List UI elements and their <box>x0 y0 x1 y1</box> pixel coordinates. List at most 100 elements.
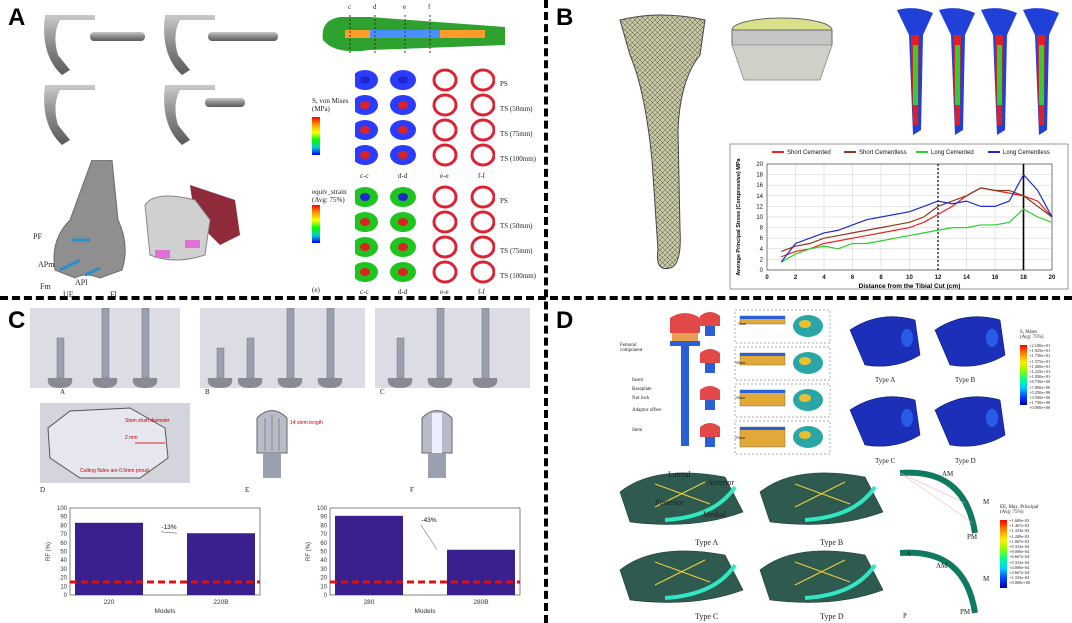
stem-shaft <box>216 347 225 379</box>
blue-tibia-model <box>934 396 1006 447</box>
direction-axis <box>654 559 706 586</box>
row-letter-a: A <box>60 388 66 396</box>
type-box-hot <box>799 320 811 328</box>
cross-section-core <box>360 268 370 276</box>
cross-section-cell <box>432 118 458 142</box>
legend-value: +5.250e+00 <box>1029 389 1051 395</box>
cross-section-cell <box>470 118 495 142</box>
legend-value: +6.667e-04 <box>1009 554 1030 560</box>
legend-value: +1.333e-03 <box>1009 528 1030 534</box>
bar-annotation: -43% <box>421 517 436 524</box>
section-col-1b: c-c <box>360 288 369 296</box>
legend-label: Long Cemented <box>931 150 974 156</box>
stem-detail-e-figure <box>256 410 288 478</box>
direction-axis <box>794 561 851 583</box>
series-line <box>781 187 1053 258</box>
x-tick-label: 0 <box>765 275 769 281</box>
type-label-c: Type C <box>695 612 719 621</box>
detail-text-flutes: Cutting flutes are 0.5mm proud <box>80 468 149 474</box>
stem-shaft <box>56 337 65 379</box>
bone-stress-mid <box>997 45 1002 105</box>
cross-section-cell <box>470 143 495 167</box>
x-tick-label: 4 <box>822 275 826 281</box>
y-tick-label: 6 <box>760 236 764 242</box>
detail-text-stem-shaft: Stem shaft diameter <box>125 418 170 424</box>
bar-y-tick: 80 <box>60 523 67 529</box>
stem-variants-figure <box>30 308 530 388</box>
bar-y-tick: 40 <box>320 558 327 564</box>
strain-row-ts100: TS (100mm) <box>500 272 536 280</box>
x-tick-label: 6 <box>851 275 855 281</box>
legend-mises-bar <box>1020 345 1027 405</box>
direction-axis <box>654 561 711 583</box>
dir-anterior-1: Anterior <box>707 478 735 487</box>
x-tick-label: 12 <box>935 275 942 281</box>
legend-value: +8.750e+00 <box>1029 379 1051 385</box>
legend-value: +2.667e-04 <box>1009 570 1030 576</box>
x-tick-label: 14 <box>963 275 970 281</box>
cross-section-core <box>398 126 408 134</box>
tibia-implant-figure <box>731 17 833 81</box>
direction-axis <box>794 481 846 508</box>
bone-label-pf: PF <box>33 232 42 241</box>
implant-3 <box>44 85 95 145</box>
legend-mises-title: S, Mises (Avg: 75%) <box>1020 330 1044 340</box>
x-tick-label: 20 <box>1049 275 1056 281</box>
green-tibia-plateau <box>619 472 744 525</box>
horizontal-divider <box>0 296 1072 300</box>
cross-section-cell <box>432 185 458 209</box>
bar-annotation-arrow <box>420 524 438 550</box>
y-axis-label: Average Principal Stress (Compressive) M… <box>736 157 742 275</box>
bar-220 <box>75 522 143 595</box>
region-pm-2: PM <box>960 608 971 616</box>
row-letter-c: C <box>380 388 385 396</box>
bar-y-tick: 30 <box>60 567 67 573</box>
stem-size-3: 10mm <box>735 395 746 400</box>
cross-section-cell <box>432 235 458 259</box>
component-label-stem: Stem <box>632 428 643 433</box>
stem-tray <box>277 378 303 388</box>
bar-y-tick: 30 <box>320 567 327 573</box>
panel-label-c: C <box>8 307 26 334</box>
legend-value: +1.925e+01 <box>1029 348 1051 354</box>
y-tick-label: 16 <box>756 183 763 189</box>
green-tibia-plateau <box>759 472 884 525</box>
legend-ee-bar <box>1000 520 1007 588</box>
blue-stress-models <box>849 316 1006 447</box>
legend-stress-title: S, von Mises (MPa) <box>312 97 349 113</box>
cross-section-core <box>360 76 370 84</box>
bone-stress-mid <box>1039 45 1044 105</box>
type-label-d: Type D <box>820 612 844 621</box>
stem-tray <box>427 378 453 388</box>
cross-section-core <box>398 151 408 159</box>
y-tick-label: 2 <box>760 257 764 263</box>
detail-text-stem-length: 14 stem length <box>290 420 323 426</box>
legend-value: +1.600e-03 <box>1009 518 1030 523</box>
legend-value: +1.050e+01 <box>1029 374 1051 380</box>
bar-x-axis-label: Models <box>155 608 177 615</box>
component-label-adaptor: Adaptor offset <box>632 408 661 413</box>
green-plateau-rim <box>664 563 737 600</box>
bar-category-label: 280 <box>364 599 375 606</box>
type-label-c-top: Type C <box>875 457 896 465</box>
stem-shaft <box>141 308 150 379</box>
horseshoe-strain-figure <box>899 469 978 614</box>
chart-frame <box>729 143 1069 290</box>
legend-value: +1.750e+01 <box>1029 353 1051 359</box>
type-box-plate <box>740 353 785 356</box>
green-plateau-rim <box>804 563 877 600</box>
legend-value: +9.333e-04 <box>1009 544 1030 550</box>
stem-type-boxes <box>700 309 831 455</box>
cross-section-core <box>360 218 370 226</box>
cross-section-cell <box>432 260 458 284</box>
region-am-1: AM <box>942 470 954 478</box>
stem-tray <box>132 378 158 388</box>
tibia-mesh-figure <box>619 14 706 270</box>
type-box-femoral <box>700 349 720 363</box>
stem-size-2: 50mm <box>735 360 746 365</box>
region-am-2: AM <box>936 562 948 570</box>
implant-4 <box>164 85 245 145</box>
bar-y-tick: 0 <box>324 593 328 599</box>
